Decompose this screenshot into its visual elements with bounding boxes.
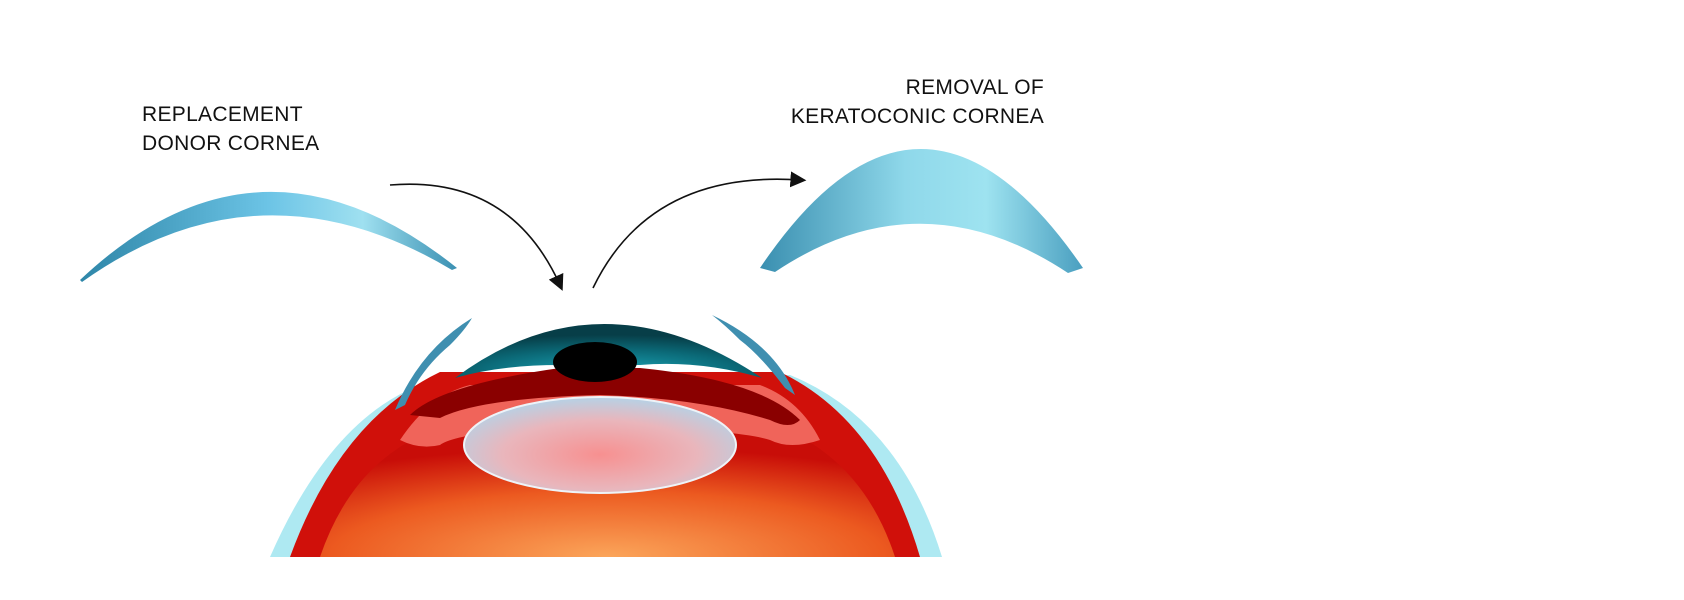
anterior-chamber bbox=[410, 368, 800, 425]
arrow-remove bbox=[592, 171, 807, 289]
donor-label-line1: REPLACEMENT bbox=[142, 103, 303, 126]
cornea-remnant-right bbox=[712, 315, 795, 395]
donor-cornea bbox=[80, 191, 457, 282]
lens bbox=[463, 396, 737, 494]
removal-label: REMOVAL OF KERATOCONIC CORNEA bbox=[760, 73, 1044, 131]
cornea-remnant-left bbox=[395, 318, 472, 410]
arrow-insert bbox=[389, 183, 564, 291]
removal-label-line2: KERATOCONIC CORNEA bbox=[790, 105, 1044, 128]
removal-label-line1: REMOVAL OF bbox=[905, 76, 1044, 99]
keratoconic-cornea bbox=[760, 149, 1083, 273]
donor-label-line2: DONOR CORNEA bbox=[142, 132, 320, 155]
eye-cross-section bbox=[270, 315, 942, 557]
pupil bbox=[553, 342, 637, 382]
donor-cornea-label: REPLACEMENT DONOR CORNEA bbox=[142, 100, 319, 158]
